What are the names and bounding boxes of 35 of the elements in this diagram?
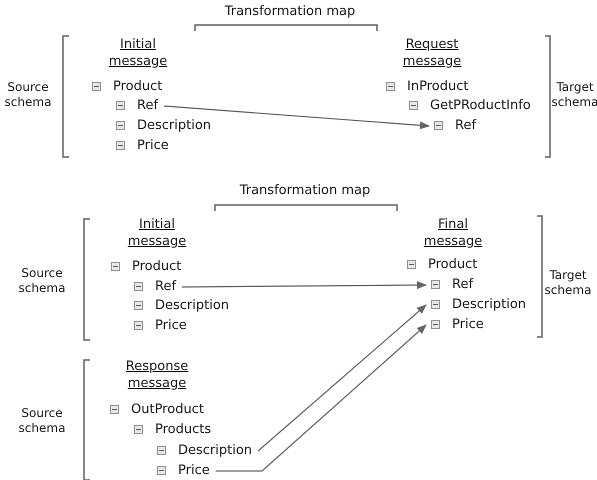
schema-element-name: Products <box>155 422 212 438</box>
schema-element-name: Price <box>137 138 169 154</box>
mapping-arrow <box>258 304 427 452</box>
schema-label: Source schema <box>18 406 66 436</box>
message-heading: Initial message <box>108 36 168 70</box>
mapping-arrow <box>182 281 427 290</box>
schema-element-name: Ref <box>137 98 158 114</box>
mapping-arrow <box>216 324 427 472</box>
schema-element-name: Price <box>178 463 210 479</box>
schema-element-name: InProduct <box>407 79 468 95</box>
schema-element-name: Description <box>155 298 230 314</box>
schema-element-name: Price <box>452 317 484 333</box>
schema-element-name: GetPRoductInfo <box>430 98 531 114</box>
schema-element-name: Ref <box>452 277 474 293</box>
schema-element-name: OutProduct <box>131 402 204 418</box>
message-heading: Initial message <box>126 216 188 250</box>
schema-element-name: Description <box>452 297 526 313</box>
schema-label: Source schema <box>18 266 66 296</box>
schema-element-name: Price <box>155 318 187 334</box>
schema-element-name: Ref <box>455 118 476 134</box>
message-heading: Final message <box>422 216 484 250</box>
schema-label: Target schema <box>550 80 597 110</box>
message-heading: Response message <box>124 358 190 392</box>
message-heading: Request message <box>402 36 462 70</box>
schema-label: Source schema <box>4 80 52 110</box>
schema-element-name: Product <box>132 259 182 275</box>
mapping-arrow <box>164 105 430 130</box>
schema-element-name: Product <box>113 79 162 95</box>
schema-element-name: Product <box>428 257 478 273</box>
schema-label: Target schema <box>544 268 592 298</box>
schema-element-name: Ref <box>155 279 176 295</box>
map-title: Transformation map <box>238 183 372 198</box>
schema-element-name: Description <box>178 443 252 459</box>
schema-element-name: Description <box>137 118 212 134</box>
map-title: Transformation map <box>224 4 356 19</box>
